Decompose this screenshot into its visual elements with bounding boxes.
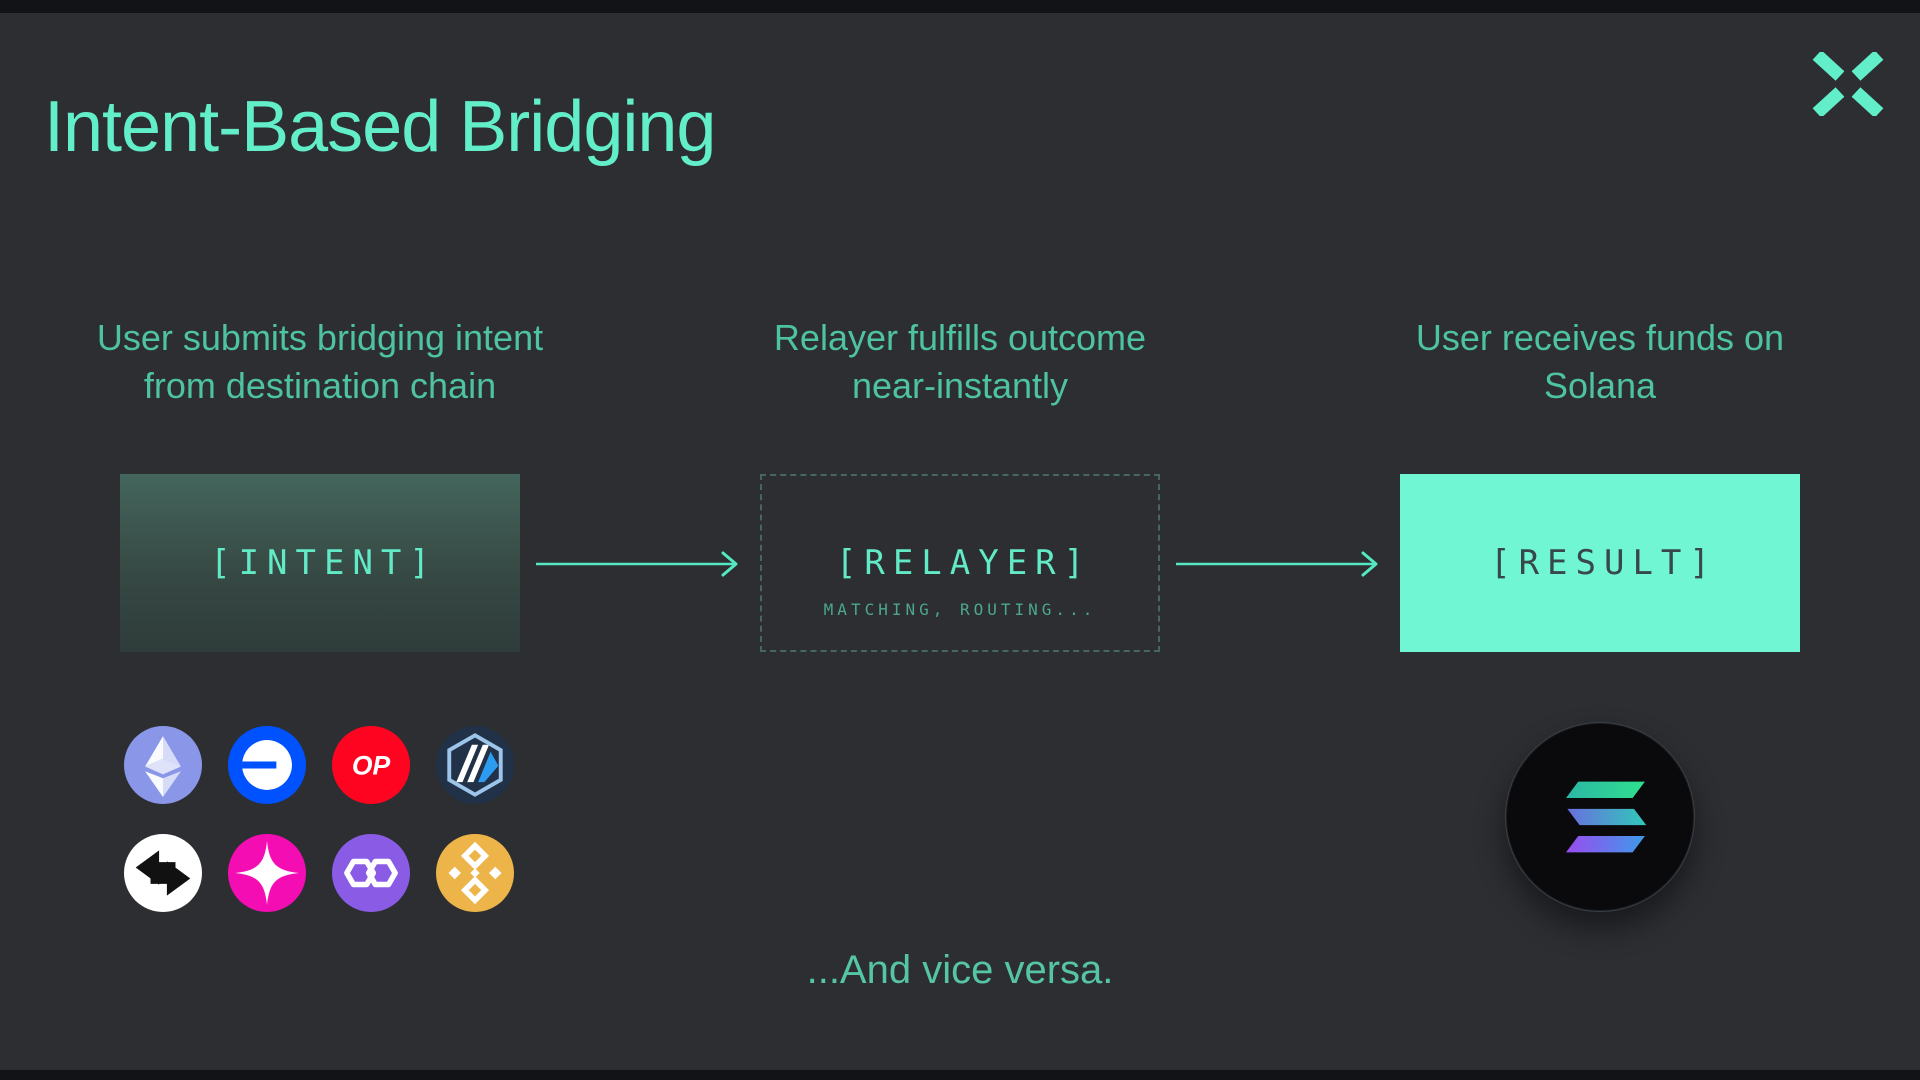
- heading-line: Relayer fulfills outcome: [773, 317, 1147, 358]
- intent-box: [INTENT]: [120, 474, 520, 652]
- bnb-icon: [436, 834, 514, 912]
- unichain-sparkle-icon: [228, 834, 306, 912]
- footer-note: ...And vice versa.: [806, 948, 1114, 992]
- page-title: Intent-Based Bridging: [44, 87, 716, 168]
- flow-arrow-icon: [536, 551, 738, 577]
- x-mark-logo-icon: [1812, 52, 1884, 116]
- relayer-box: [RELAYER] MATCHING, ROUTING...: [760, 474, 1160, 652]
- relayer-box-sublabel: MATCHING, ROUTING...: [823, 600, 1097, 619]
- top-letterbox-bar: [0, 0, 1920, 13]
- step-heading-relayer: Relayer fulfills outcome near-instantly: [640, 314, 1280, 410]
- result-box-label: [RESULT]: [1490, 543, 1718, 583]
- optimism-icon: OP: [332, 726, 410, 804]
- base-icon: [228, 726, 306, 804]
- ethereum-icon: [124, 726, 202, 804]
- bottom-letterbox-bar: [0, 1070, 1920, 1080]
- source-chain-icons: OP: [124, 726, 514, 912]
- heading-line: User receives funds on: [1415, 317, 1785, 358]
- heading-line: near-instantly: [851, 365, 1069, 406]
- step-heading-intent: User submits bridging intent from destin…: [0, 314, 640, 410]
- relayer-box-label: [RELAYER]: [835, 543, 1093, 583]
- heading-line: from destination chain: [143, 365, 497, 406]
- heading-line: Solana: [1543, 365, 1657, 406]
- polygon-icon: [332, 834, 410, 912]
- step-heading-result: User receives funds on Solana: [1280, 314, 1920, 410]
- flow-arrow-icon: [1176, 551, 1378, 577]
- intent-box-label: [INTENT]: [210, 543, 438, 583]
- heading-line: User submits bridging intent: [96, 317, 544, 358]
- arbitrum-icon: [436, 726, 514, 804]
- zksync-arrows-icon: [124, 834, 202, 912]
- optimism-label: OP: [352, 750, 391, 780]
- result-box: [RESULT]: [1400, 474, 1800, 652]
- solana-icon: [1505, 722, 1695, 912]
